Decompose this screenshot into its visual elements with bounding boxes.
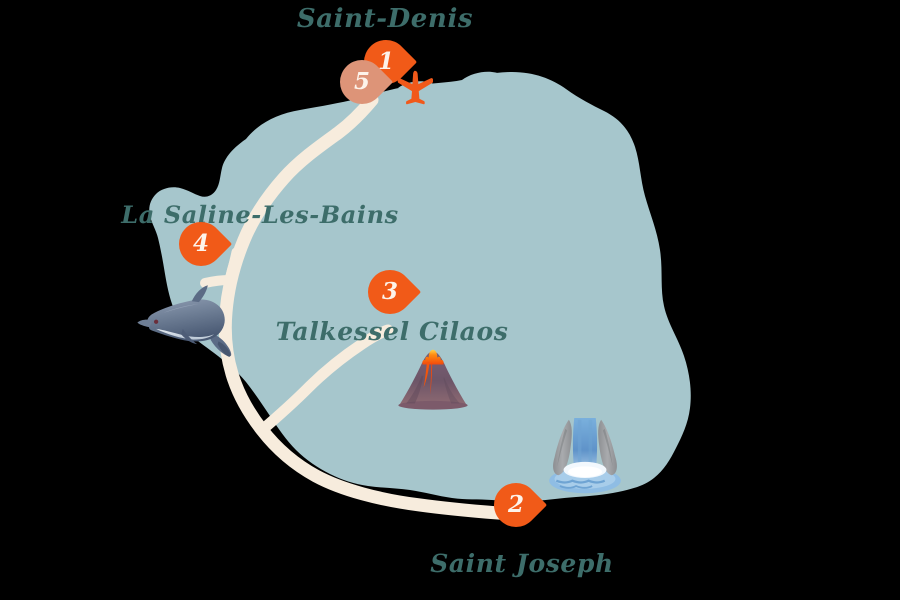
map-pin-1[interactable]: 1	[354, 30, 418, 100]
pin-number: 5	[353, 67, 370, 95]
road-network	[200, 93, 517, 521]
pin-number: 2	[507, 490, 524, 518]
map-pin-4[interactable]: 4	[169, 212, 233, 282]
pin-number: 1	[377, 47, 394, 75]
place-label-talkessel-cilaos: Talkessel Cilaos	[275, 317, 509, 346]
airplane-icon	[394, 67, 438, 107]
map-pin-5[interactable]: 5	[330, 50, 394, 120]
road-north-link	[224, 247, 241, 285]
place-label-la-saline-les-bains: La Saline-Les-Bains	[121, 200, 399, 229]
map-pin-3[interactable]: 3	[358, 260, 422, 330]
waterfall-icon	[542, 407, 628, 497]
dolphin-icon	[136, 279, 244, 361]
place-label-saint-joseph: Saint Joseph	[430, 549, 614, 578]
pin-number: 3	[381, 277, 398, 305]
map-pin-2[interactable]: 2	[484, 473, 548, 543]
place-label-saint-denis: Saint-Denis	[296, 4, 474, 34]
road-main	[218, 93, 517, 521]
road-cilaos	[256, 324, 394, 436]
pin-number: 4	[192, 229, 209, 257]
volcano-icon	[394, 346, 472, 416]
